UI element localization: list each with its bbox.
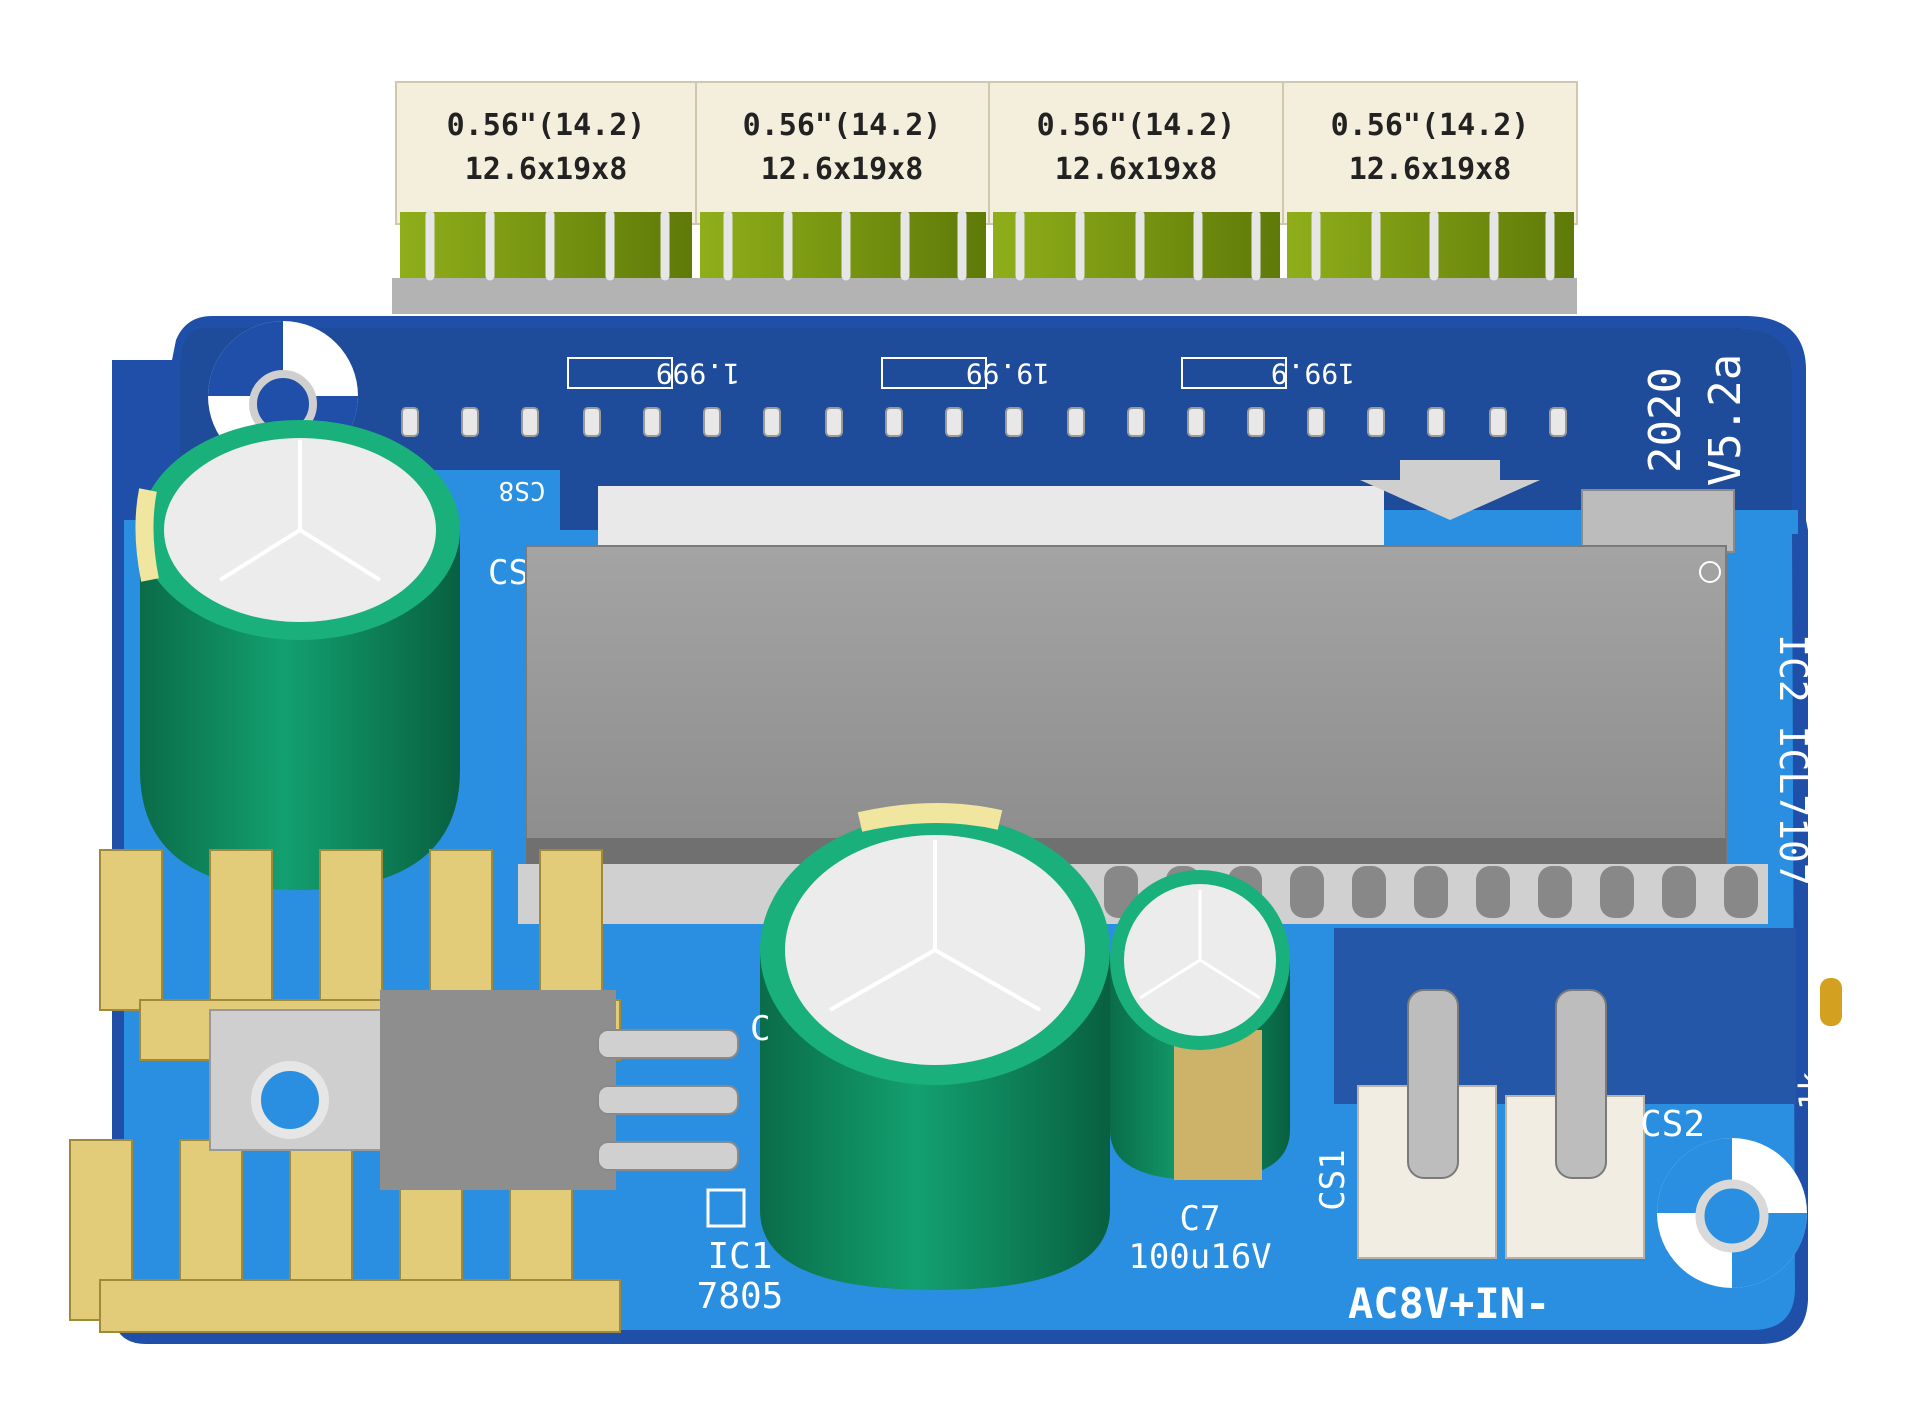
input-label: AC8V+IN- — [1348, 1279, 1550, 1328]
trimmer-pot-screw — [1820, 978, 1842, 1026]
ic2-chip — [525, 545, 1727, 867]
cs-label: CS — [488, 553, 529, 593]
voltage-regulator-ic1 — [209, 990, 746, 1228]
range-label-1: 1.999 — [656, 357, 740, 390]
display-4-size-label: 0.56"(14.2) — [1331, 108, 1530, 143]
cs1-label: CS1 — [1313, 1149, 1353, 1210]
year-label: 2020 — [1640, 367, 1691, 473]
connector-cs2 — [1505, 989, 1645, 1259]
ic-socket-top-row — [598, 486, 1384, 546]
version-label: 2020 V5.2a — [1640, 354, 1751, 486]
ic2-label: IC2 ICL7107 — [1771, 634, 1815, 886]
heatsink — [69, 849, 621, 1333]
display-4-dims-label: 12.6x19x8 — [1349, 152, 1512, 187]
mounting-hole-bottom-right — [1657, 1138, 1807, 1288]
display-1-dims-label: 12.6x19x8 — [465, 152, 628, 187]
c7-value: 100u16V — [1128, 1237, 1271, 1277]
header-pins — [401, 407, 1567, 437]
top-silkscreen — [567, 357, 1287, 389]
ic1-value: 7805 — [697, 1276, 784, 1317]
capacitor-c7 — [1110, 870, 1290, 1180]
display-3: 0.56"(14.2) 12.6x19x8 — [988, 81, 1284, 278]
version-text: V5.2a — [1700, 354, 1751, 486]
orientation-arrow — [1360, 460, 1540, 520]
c-label: C — [750, 1009, 770, 1049]
connector-cs1 — [1357, 989, 1497, 1259]
display-1-size-label: 0.56"(14.2) — [447, 108, 646, 143]
ic1-label: IC1 — [707, 1236, 772, 1277]
display-2: 0.56"(14.2) 12.6x19x8 — [695, 81, 990, 278]
display-row: 0.56"(14.2) 12.6x19x8 0.56"(14.2) 12.6x1… — [392, 81, 1578, 314]
capacitor-middle — [760, 803, 1110, 1290]
range-label-3: 199.9 — [1271, 357, 1355, 390]
pot-label: 1k — [1792, 1071, 1830, 1110]
display-3-dims-label: 12.6x19x8 — [1055, 152, 1218, 187]
range-labels: 1.999 19.99 199.9 — [656, 357, 1355, 390]
display-2-size-label: 0.56"(14.2) — [743, 108, 942, 143]
capacitor-left — [135, 420, 460, 890]
display-3-size-label: 0.56"(14.2) — [1037, 108, 1236, 143]
cs2-label: CS2 — [1640, 1104, 1705, 1145]
cs8-label: CS8 — [499, 475, 546, 505]
c7-label: C7 — [1180, 1199, 1221, 1239]
display-pins — [425, 210, 1555, 281]
range-label-2: 19.99 — [966, 357, 1050, 390]
display-2-dims-label: 12.6x19x8 — [761, 152, 924, 187]
display-base-strip — [392, 278, 1577, 314]
smd-resistor-array — [1581, 489, 1735, 553]
